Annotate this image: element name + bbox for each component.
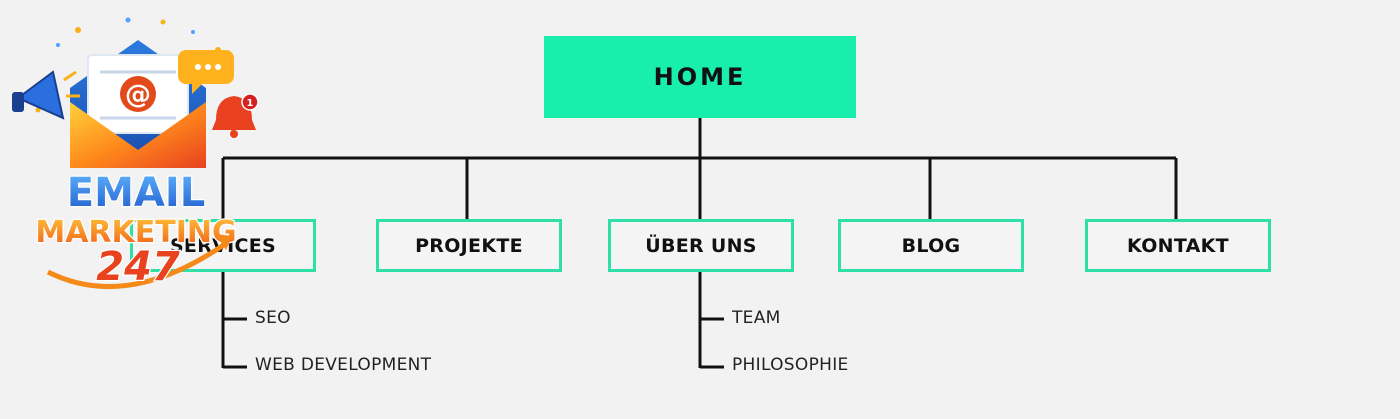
- home-node: HOME: [544, 36, 856, 118]
- ueber-uns-node: ÜBER UNS: [608, 219, 794, 272]
- chat-bubble-icon: [178, 50, 234, 94]
- logo-text-email: EMAIL: [67, 170, 205, 216]
- projekte-node: PROJEKTE: [376, 219, 562, 272]
- logo-text-marketing: MARKETING: [35, 215, 236, 250]
- blog-node: BLOG: [838, 219, 1024, 272]
- ueber-uns-sub-team: TEAM: [732, 308, 781, 328]
- megaphone-icon: [12, 70, 80, 120]
- envelope-icon: @: [70, 40, 206, 168]
- ueber-uns-sub-philosophie: PHILOSOPHIE: [732, 355, 849, 375]
- services-sub-web-development: WEB DEVELOPMENT: [255, 355, 432, 375]
- logo-text-247: 247: [96, 244, 180, 290]
- kontakt-node: KONTAKT: [1085, 219, 1271, 272]
- at-symbol: @: [125, 80, 151, 110]
- email-marketing-247-logo: @ 1 EMAIL MARKETING 247: [12, 17, 259, 291]
- bell-icon: 1: [212, 93, 259, 138]
- services-sub-seo: SEO: [255, 308, 291, 328]
- bell-badge: 1: [247, 98, 254, 109]
